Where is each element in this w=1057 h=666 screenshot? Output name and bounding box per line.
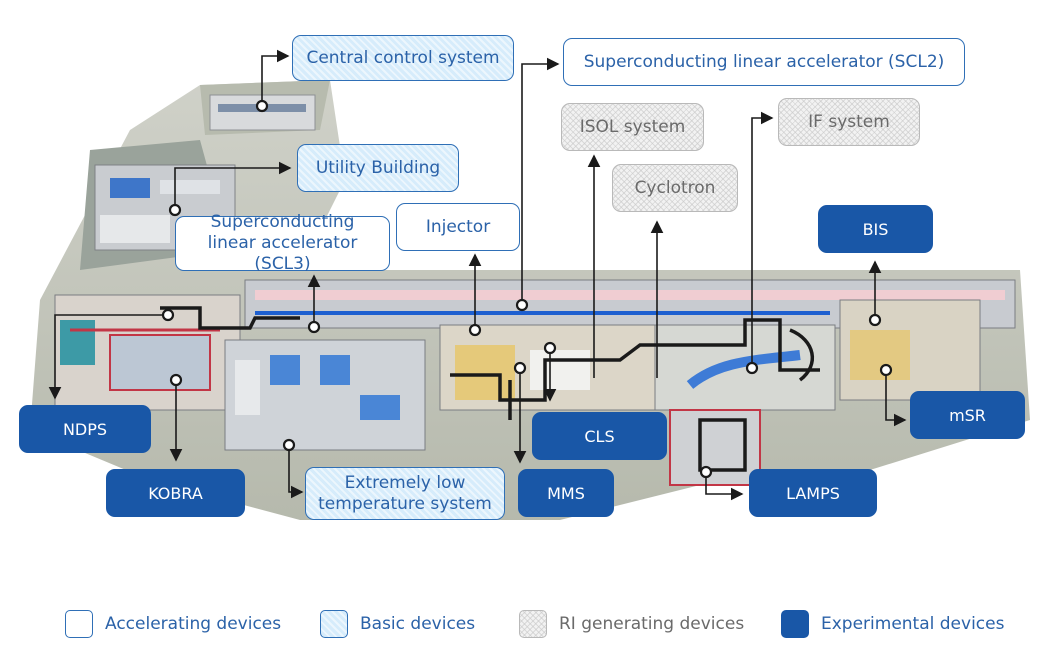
label-mms: MMS bbox=[518, 469, 614, 517]
label-scl2: Superconducting linear accelerator (SCL2… bbox=[563, 38, 965, 86]
legend-swatch-experimental bbox=[781, 610, 809, 638]
beamlines bbox=[160, 306, 820, 472]
label-isol-system: ISOL system bbox=[561, 103, 704, 151]
label-scl3: Superconducting linear accelerator (SCL3… bbox=[175, 212, 390, 274]
label-cyclotron: Cyclotron bbox=[612, 164, 738, 212]
legend-swatch-basic bbox=[320, 610, 348, 638]
label-utility-building: Utility Building bbox=[297, 144, 459, 192]
legend-text-ri: RI generating devices bbox=[559, 614, 745, 634]
left-experimental-hall bbox=[54, 294, 241, 411]
callout-leaders bbox=[48, 49, 907, 501]
label-kobra: KOBRA bbox=[106, 469, 245, 517]
legend: Accelerating devices Basic devices RI ge… bbox=[0, 606, 1057, 642]
legend-text-accelerating: Accelerating devices bbox=[105, 614, 282, 634]
label-ndps: NDPS bbox=[19, 405, 151, 453]
legend-swatch-ri bbox=[519, 610, 547, 638]
legend-item-ri: RI generating devices bbox=[519, 606, 744, 642]
callout-markers bbox=[161, 99, 893, 479]
label-if-system: IF system bbox=[778, 98, 920, 146]
low-temperature-building bbox=[224, 339, 426, 451]
legend-text-experimental: Experimental devices bbox=[821, 614, 1005, 634]
legend-text-basic: Basic devices bbox=[360, 614, 476, 634]
label-cls: CLS bbox=[532, 412, 667, 460]
legend-item-basic: Basic devices bbox=[320, 606, 475, 642]
central-experimental-hall bbox=[439, 324, 656, 411]
legend-item-accelerating: Accelerating devices bbox=[65, 606, 281, 642]
label-lamps: LAMPS bbox=[749, 469, 877, 517]
legend-swatch-accelerating bbox=[65, 610, 93, 638]
label-injector: Injector bbox=[396, 203, 520, 251]
label-central-control-system: Central control system bbox=[292, 35, 514, 81]
label-extremely-low-temperature-system: Extremely low temperature system bbox=[305, 467, 505, 520]
label-bis: BIS bbox=[818, 205, 933, 253]
label-msr: mSR bbox=[910, 391, 1025, 439]
legend-item-experimental: Experimental devices bbox=[781, 606, 1004, 642]
